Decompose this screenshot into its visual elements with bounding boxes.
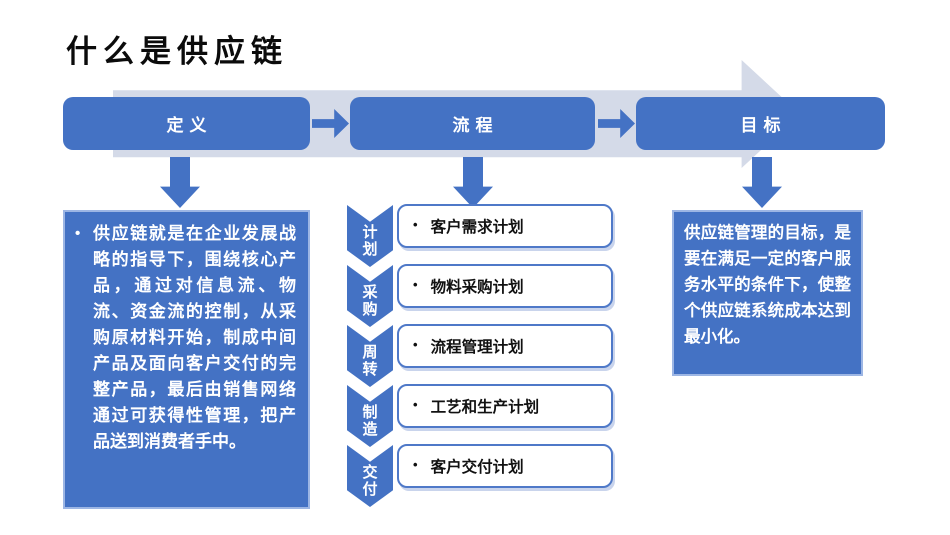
plan-item-label: 客户交付计划 <box>430 459 524 476</box>
chevron-stage-turnover: 周转 <box>347 325 393 387</box>
down-arrow-icon <box>160 157 200 208</box>
plan-item-label: 物料采购计划 <box>430 279 524 296</box>
bullet-marker: • <box>413 336 418 352</box>
bullet-marker: • <box>75 225 81 242</box>
flow-step-process: 流程 <box>350 97 595 150</box>
chevron-stage-deliver: 交付 <box>347 445 393 507</box>
bullet-marker: • <box>413 276 418 292</box>
plan-item-label: 工艺和生产计划 <box>430 399 540 416</box>
stage-label: 采购 <box>362 284 378 318</box>
bullet-marker: • <box>413 396 418 412</box>
plan-item-label: 客户需求计划 <box>430 219 524 236</box>
flow-step-goal: 目标 <box>636 97 885 150</box>
stage-label: 计划 <box>362 224 378 258</box>
flow-step-definition-label: 定义 <box>166 116 213 135</box>
definition-text: 供应链就是在企业发展战略的指导下，围绕核心产品，通过对信息流、物流、资金流的控制… <box>93 224 296 451</box>
plan-item: • 工艺和生产计划 <box>397 384 613 428</box>
bullet-marker: • <box>413 216 418 232</box>
goal-text: 供应链管理的目标，是要在满足一定的客户服务水平的条件下，使整个供应链系统成本达到… <box>684 224 851 346</box>
plan-item: • 物料采购计划 <box>397 264 613 308</box>
plan-item-label: 流程管理计划 <box>430 339 524 356</box>
plan-item: • 流程管理计划 <box>397 324 613 368</box>
down-arrow-icon <box>742 157 782 208</box>
chevron-stage-plan: 计划 <box>347 205 393 267</box>
flow-step-definition: 定义 <box>63 97 310 150</box>
chevron-stage-procure: 采购 <box>347 265 393 327</box>
definition-text-box: • 供应链就是在企业发展战略的指导下，围绕核心产品，通过对信息流、物流、资金流的… <box>63 210 310 509</box>
goal-text-box: 供应链管理的目标，是要在满足一定的客户服务水平的条件下，使整个供应链系统成本达到… <box>672 210 863 376</box>
stage-label: 周转 <box>362 344 378 378</box>
chevron-stage-manufacture: 制造 <box>347 385 393 447</box>
stage-label: 制造 <box>362 404 378 438</box>
plan-item: • 客户交付计划 <box>397 444 613 488</box>
down-arrow-icon <box>453 157 493 208</box>
bullet-marker: • <box>413 456 418 472</box>
stage-label: 交付 <box>362 464 378 498</box>
slide-title: 什么是供应链 <box>66 34 288 70</box>
flow-step-process-label: 流程 <box>452 116 499 135</box>
plan-item: • 客户需求计划 <box>397 204 613 248</box>
flow-step-goal-label: 目标 <box>740 116 787 135</box>
